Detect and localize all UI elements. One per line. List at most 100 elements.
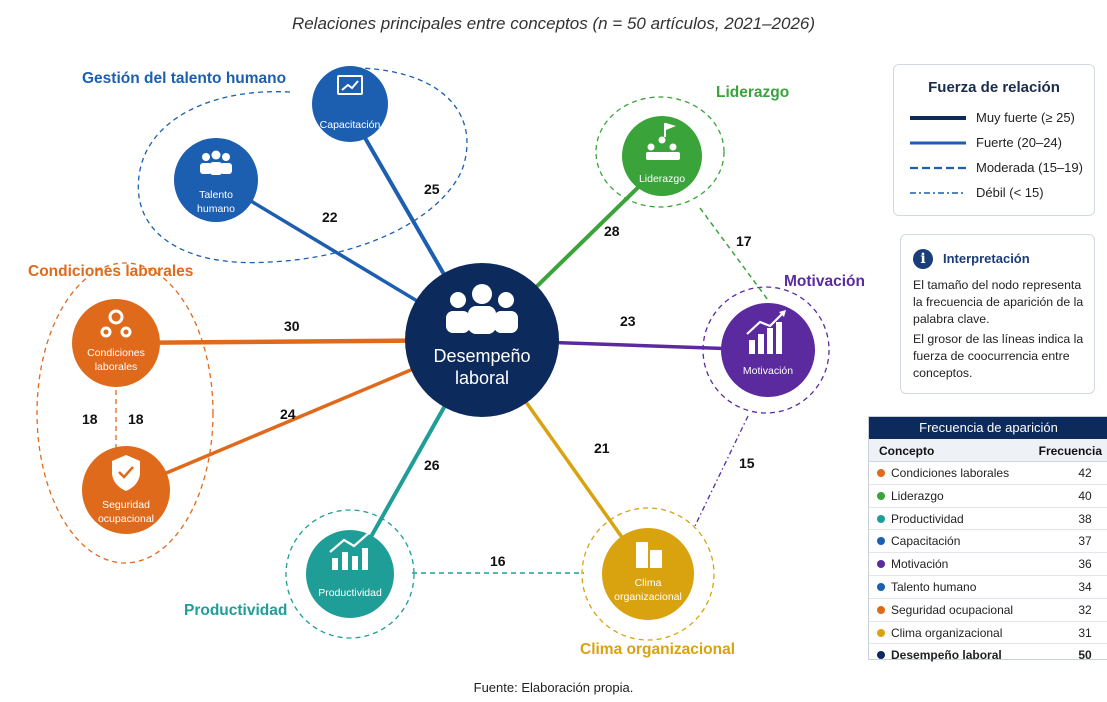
group-outline-clima: [581, 507, 715, 641]
gears-icon: [100, 309, 132, 338]
node-talento[interactable]: Talento humano: [174, 138, 258, 222]
table-cell-concept: Capacitación: [891, 534, 961, 549]
table-cell-concept: Liderazgo: [891, 488, 944, 503]
interpretation-text-1: El tamaño del nodo representa la frecuen…: [913, 278, 1084, 326]
table-cell-frequency: 40: [1078, 488, 1092, 503]
group-outline-liderazgo: [595, 96, 725, 208]
presentation-board-icon: [337, 75, 363, 95]
table-cell-frequency: 38: [1078, 511, 1092, 526]
info-icon: i: [913, 249, 933, 269]
table-row: Clima organizacional 31: [869, 622, 1107, 645]
source-footnote: Fuente: Elaboración propia.: [473, 680, 634, 695]
edge-label-talento: 22: [322, 209, 338, 225]
node-productividad[interactable]: Productividad: [306, 530, 394, 618]
table-row: Talento humano 34: [869, 576, 1107, 599]
node-label-productividad: Productividad: [318, 587, 382, 599]
group-outline-productividad: [285, 509, 415, 639]
edge-label-seguridad: 24: [280, 406, 296, 422]
edge-label-motivacion-clima: 15: [739, 455, 755, 471]
column-header-frequency: Frecuencia: [1038, 444, 1102, 458]
interpretation-title: Interpretación: [943, 251, 1030, 266]
edge-label-condiciones: 30: [284, 318, 300, 334]
node-label-seguridad-1: Seguridad: [102, 499, 150, 511]
table-cell-frequency: 50: [1078, 648, 1092, 663]
edge-label-productividad: 26: [424, 457, 440, 473]
table-cell-frequency: 42: [1078, 466, 1092, 480]
frequency-table-title: Frecuencia de aparición: [869, 417, 1107, 439]
color-dot: [877, 514, 885, 523]
group-label-clima: Clima organizacional: [580, 641, 735, 658]
table-cell-concept: Talento humano: [891, 579, 977, 594]
color-dot: [877, 491, 885, 500]
node-label-motivacion: Motivación: [743, 365, 793, 377]
node-label-condiciones-1: Condiciones: [87, 347, 145, 359]
node-label-capacitacion: Capacitación: [320, 119, 381, 131]
node-label-condiciones-2: laborales: [95, 361, 138, 373]
node-condiciones[interactable]: Condiciones laborales: [72, 299, 160, 387]
legend-label: Moderada (15–19): [976, 160, 1083, 175]
group-label-condiciones: Condiciones laborales: [28, 263, 193, 280]
node-label-talento-2: humano: [197, 203, 235, 215]
edge-label-condiciones-seguridad-a: 18: [82, 411, 98, 427]
column-header-concept: Concepto: [879, 444, 935, 458]
group-label-productividad: Productividad: [184, 602, 287, 619]
edge-label-capacitacion: 25: [424, 181, 440, 197]
buildings-icon: [636, 542, 662, 568]
table-cell-concept: Seguridad ocupacional: [891, 602, 1014, 617]
table-cell-concept: Condiciones laborales: [891, 466, 1010, 480]
group-label-gestion: Gestión del talento humano: [82, 70, 286, 87]
table-row: Liderazgo 40: [869, 485, 1107, 508]
node-label-talento-1: Talento: [199, 189, 233, 201]
frequency-table: Frecuencia de aparición Concepto Frecuen…: [868, 416, 1107, 662]
color-dot: [877, 628, 885, 637]
table-row: Capacitación 37: [869, 530, 1107, 554]
node-seguridad[interactable]: Seguridad ocupacional: [82, 446, 170, 534]
edge-label-liderazgo: 28: [604, 223, 620, 239]
people-group-icon: [446, 284, 518, 334]
color-dot: [877, 582, 885, 591]
color-dot: [877, 537, 885, 546]
node-label-liderazgo: Liderazgo: [639, 173, 685, 185]
table-cell-frequency: 34: [1078, 579, 1092, 594]
center-label-2: laboral: [455, 368, 509, 388]
color-dot: [877, 605, 885, 614]
node-liderazgo[interactable]: Liderazgo: [622, 116, 702, 196]
legend-label: Débil (< 15): [976, 185, 1044, 200]
table-cell-frequency: 37: [1078, 534, 1092, 549]
table-cell-concept: Clima organizacional: [891, 625, 1003, 640]
shield-check-icon: [112, 455, 140, 491]
frequency-table-header: Concepto Frecuencia: [869, 439, 1107, 462]
node-capacitacion[interactable]: Capacitación: [312, 66, 388, 142]
color-dot: [877, 651, 885, 660]
growth-chart-icon: [329, 531, 371, 570]
center-label-1: Desempeño: [433, 346, 530, 366]
table-cell-concept: Desempeño laboral: [891, 648, 1002, 663]
interpretation-text-2: El grosor de las líneas indica la fuerza…: [913, 332, 1084, 380]
group-outline-motivacion: [702, 286, 830, 414]
node-motivacion[interactable]: Motivación: [721, 303, 815, 397]
table-cell-frequency: 36: [1078, 557, 1092, 572]
node-label-seguridad-2: ocupacional: [98, 513, 154, 525]
legend-label: Fuerte (20–24): [976, 135, 1062, 150]
table-row: Condiciones laborales 42: [869, 462, 1107, 485]
group-outline-condiciones: [36, 262, 214, 564]
leader-flag-icon: [646, 123, 680, 160]
edge-label-liderazgo-motivacion: 17: [736, 233, 752, 249]
edge-label-condiciones-seguridad-b: 18: [128, 411, 144, 427]
table-row: Desempeño laboral 50: [869, 644, 1107, 666]
table-cell-concept: Productividad: [891, 511, 964, 526]
table-cell-frequency: 31: [1078, 625, 1092, 640]
node-desempeno[interactable]: Desempeño laboral: [405, 263, 559, 417]
node-label-clima-1: Clima: [635, 577, 662, 589]
interpretation-panel: i Interpretación El tamaño del nodo repr…: [900, 234, 1095, 394]
edge-liderazgo-motivacion: [699, 207, 769, 301]
edge-label-productividad-clima: 16: [490, 553, 506, 569]
node-clima[interactable]: Clima organizacional: [602, 528, 694, 620]
group-people-icon: [200, 150, 232, 175]
color-dot: [877, 560, 885, 569]
edge-label-motivacion: 23: [620, 313, 636, 329]
